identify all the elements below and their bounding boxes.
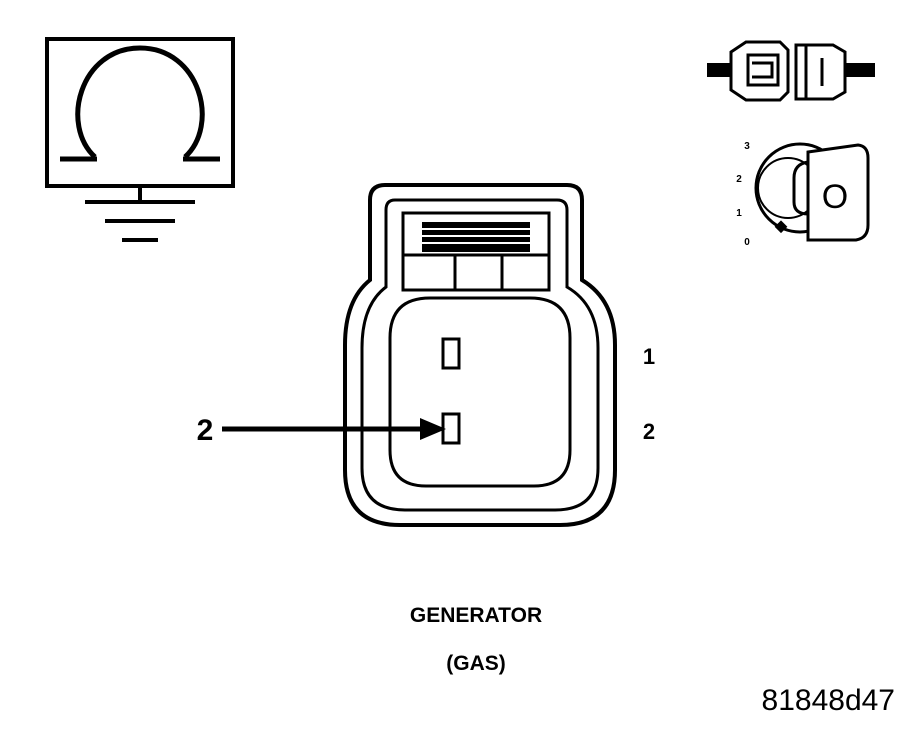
pin-label-2: 2	[643, 419, 655, 444]
ignition-position-1: 1	[736, 208, 742, 219]
probe-callout: 2	[197, 414, 446, 447]
ignition-key-off-icon: O 0 1 2 3	[736, 141, 870, 248]
pin-label-1: 1	[643, 344, 655, 369]
terminal-2	[441, 412, 461, 445]
caption-line-2: (GAS)	[446, 652, 506, 675]
ignition-position-3: 3	[744, 141, 750, 152]
ohmmeter-icon	[45, 37, 235, 242]
generator-connector	[343, 183, 617, 527]
connector-disconnect-icon	[707, 40, 875, 102]
ignition-position-0: 0	[744, 237, 750, 248]
arrowhead	[420, 418, 446, 440]
ignition-position-2: 2	[736, 174, 742, 185]
terminal-1	[441, 337, 461, 370]
ignition-key-label: O	[822, 178, 848, 216]
figure-id: 81848d47	[762, 684, 895, 717]
caption-line-1: GENERATOR	[410, 604, 542, 627]
probe-callout-label: 2	[197, 414, 214, 447]
